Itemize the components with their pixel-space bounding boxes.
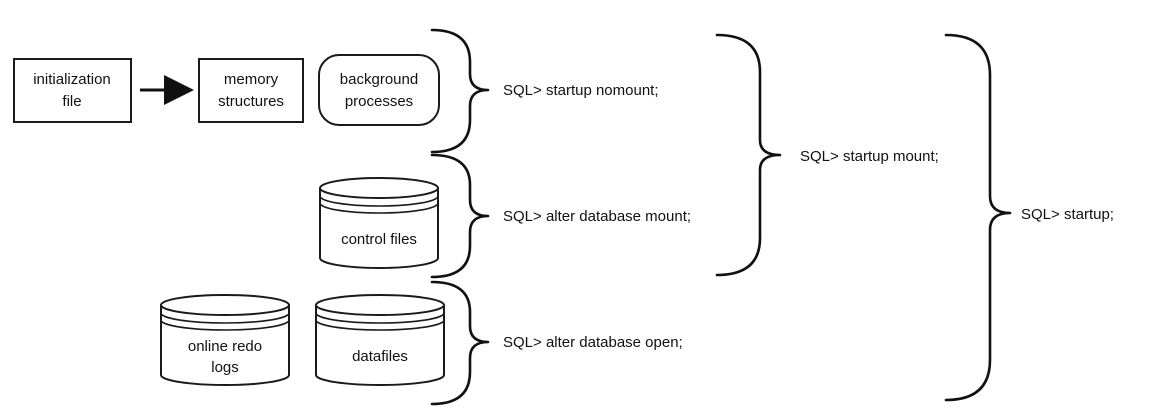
initialization-file-box: initialization file [13, 58, 132, 123]
datafiles-cylinder: datafiles [315, 294, 445, 386]
cmd-alter-database-open: SQL> alter database open; [503, 334, 683, 351]
cmd-startup-nomount: SQL> startup nomount; [503, 82, 659, 99]
redo-logs-line1: online redo [188, 338, 262, 355]
background-line2: processes [345, 93, 413, 110]
open-brace [430, 280, 490, 406]
redo-logs-line2: logs [211, 359, 239, 376]
init-file-line1: initialization [33, 71, 111, 88]
memory-line2: structures [218, 93, 284, 110]
nomount-brace [430, 28, 490, 154]
startup-brace [944, 33, 1012, 402]
startup-mount-brace [715, 33, 782, 277]
cmd-startup-mount: SQL> startup mount; [800, 148, 939, 165]
control-files-cylinder: control files [319, 177, 439, 269]
online-redo-logs-cylinder: online redo logs [160, 294, 290, 386]
memory-line1: memory [224, 71, 279, 88]
background-processes-box: background processes [318, 54, 440, 126]
cmd-startup: SQL> startup; [1021, 206, 1114, 223]
datafiles-label: datafiles [352, 348, 408, 365]
mount-brace [430, 153, 490, 279]
memory-structures-box: memory structures [198, 58, 304, 123]
control-files-label: control files [341, 231, 417, 248]
background-line1: background [340, 71, 418, 88]
init-file-line2: file [62, 93, 81, 110]
cmd-alter-database-mount: SQL> alter database mount; [503, 208, 691, 225]
